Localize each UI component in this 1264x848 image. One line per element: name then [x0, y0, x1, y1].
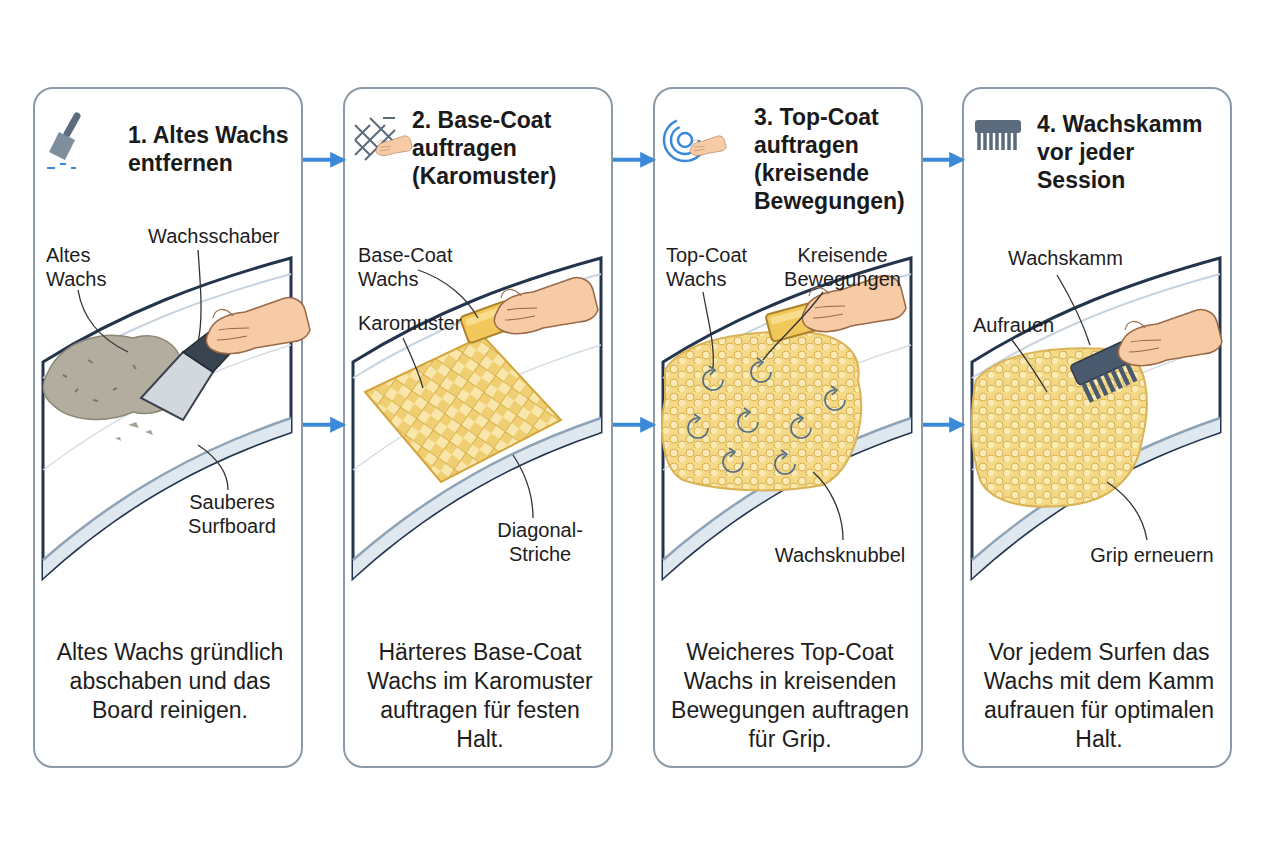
comb-icon — [975, 120, 1021, 133]
surfboard — [663, 258, 911, 578]
leader-line — [813, 472, 843, 540]
step-panel: 3. Top-Coat auftragen (kreisende Bewegun… — [653, 87, 923, 768]
step-panel: 4. Wachskamm vor jeder SessionVor jedem … — [962, 87, 1232, 768]
step-description: Härteres Base-Coat Wachs im Karomuster a… — [357, 638, 603, 754]
panel-illustration — [353, 118, 601, 578]
step-description: Altes Wachs gründlich abschaben und das … — [47, 638, 293, 725]
scraper-blade — [141, 352, 213, 420]
hand — [1118, 310, 1222, 366]
flow-arrow — [303, 158, 343, 162]
panel-illustration — [662, 119, 911, 578]
flow-arrow — [613, 158, 653, 162]
circular-motion — [751, 358, 771, 382]
scraper-icon — [49, 132, 75, 160]
step-heading: 3. Top-Coat auftragen (kreisende Bewegun… — [754, 103, 914, 215]
circular-motion — [723, 448, 743, 472]
step-heading: 4. Wachskamm vor jeder Session — [1037, 110, 1212, 194]
wax-bar — [765, 302, 821, 342]
leader-line — [78, 290, 128, 352]
step-panel: 2. Base-Coat auftragen (Karomuster) Härte… — [343, 87, 613, 768]
circular-motion — [825, 386, 845, 410]
step-heading: 1. Altes Wachs entfernen — [128, 121, 298, 177]
leader-line — [1057, 275, 1090, 345]
old-wax-speckle — [63, 360, 156, 401]
step-description: Weicheres Top-Coat Wachs in kreisenden B… — [667, 638, 913, 754]
wax-bar — [460, 300, 517, 343]
step-panel: 1. Altes Wachs entfernenAltes Wachs grün… — [33, 87, 303, 768]
panel-illustration — [43, 116, 310, 578]
leader-line — [198, 250, 201, 342]
hand — [494, 278, 598, 334]
old-wax — [43, 335, 183, 419]
hand — [206, 298, 310, 354]
base-coat-wax — [365, 336, 561, 482]
circular-motion — [791, 414, 811, 438]
surfboard — [353, 258, 601, 578]
circle-icon — [678, 133, 692, 147]
step-heading: 2. Base-Coat auftragen (Karomuster) — [412, 106, 597, 190]
leader-line — [513, 455, 533, 518]
leader-line — [403, 338, 423, 388]
wax-comb — [1070, 341, 1142, 404]
panel-illustration — [972, 120, 1222, 578]
top-coat-wax — [972, 348, 1147, 506]
leader-line — [1107, 482, 1147, 540]
circular-motion — [738, 408, 758, 432]
hand-icon — [690, 136, 726, 156]
circle-icon — [671, 126, 699, 154]
circle-icon — [664, 119, 706, 161]
surfboard — [43, 258, 291, 578]
flow-arrow — [923, 158, 962, 162]
circular-motion — [688, 414, 708, 438]
leader-line — [418, 270, 478, 318]
top-coat-wax — [662, 332, 861, 491]
leader-line — [703, 292, 713, 368]
crosshatch-icon — [355, 118, 395, 160]
flow-arrow — [303, 423, 343, 427]
wax-comb — [1070, 341, 1134, 386]
flow-arrow — [613, 423, 653, 427]
hand-icon — [376, 136, 412, 156]
scraper-handle — [183, 325, 238, 372]
circular-motion — [703, 366, 723, 390]
leader-line — [763, 292, 823, 360]
wax-flake — [115, 422, 153, 441]
flow-arrow — [923, 423, 962, 427]
scraper-icon — [47, 164, 76, 168]
comb-teeth — [1083, 363, 1135, 401]
step-description: Vor jedem Surfen das Wachs mit dem Kamm … — [976, 638, 1222, 754]
leader-line — [198, 445, 228, 490]
scraper-icon — [67, 116, 77, 134]
circular-motion — [775, 450, 795, 474]
hand — [802, 276, 906, 332]
comb-icon — [979, 133, 1015, 150]
surfboard — [972, 258, 1220, 578]
leader-line — [1012, 340, 1047, 392]
